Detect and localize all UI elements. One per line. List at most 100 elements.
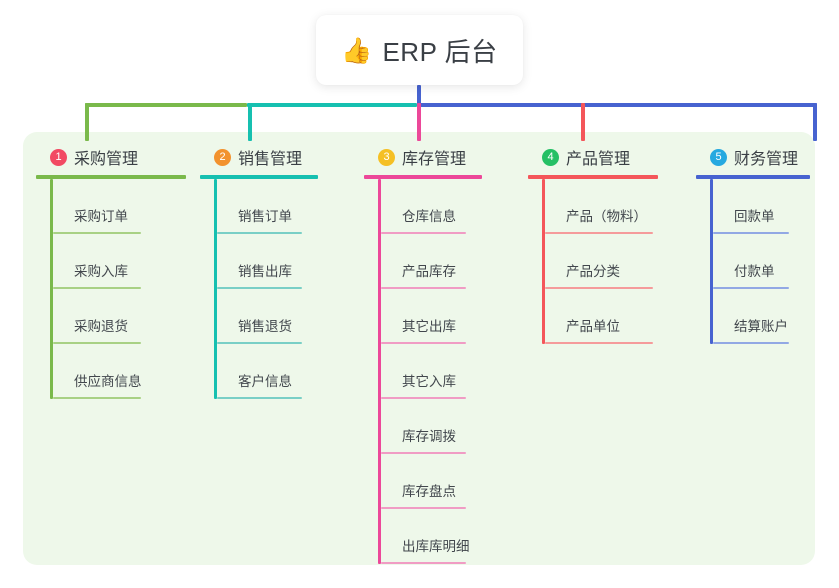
branch-badge-1: 1 xyxy=(50,148,67,166)
leaf-rule xyxy=(381,507,466,509)
branch-leaves-5: 回款单付款单结算账户 xyxy=(696,179,810,344)
branch-leaves-3: 仓库信息产品库存其它出库其它入库库存调拨库存盘点出库库明细 xyxy=(364,179,482,564)
branch-header-2[interactable]: 2 销售管理 xyxy=(200,145,318,169)
leaf-item[interactable]: 采购入库 xyxy=(50,234,186,289)
leaf-rule xyxy=(381,452,466,454)
leaf-label: 其它入库 xyxy=(402,374,456,389)
leaf-item[interactable]: 库存调拨 xyxy=(378,399,482,454)
leaf-label: 付款单 xyxy=(734,264,775,279)
leaf-label: 回款单 xyxy=(734,209,775,224)
branch-1: 1 采购管理采购订单采购入库采购退货供应商信息 xyxy=(36,145,186,399)
branch-spine-3 xyxy=(378,179,381,564)
leaf-rule xyxy=(217,287,302,289)
leaf-item[interactable]: 产品库存 xyxy=(378,234,482,289)
leaf-rule xyxy=(217,397,302,399)
branch-title-2: 销售管理 xyxy=(238,151,303,168)
leaf-label: 采购入库 xyxy=(74,264,128,279)
leaf-label: 产品（物料） xyxy=(566,209,647,224)
branch-drop-4 xyxy=(581,103,585,141)
leaf-rule xyxy=(713,232,789,234)
leaf-item[interactable]: 出库库明细 xyxy=(378,509,482,564)
leaf-item[interactable]: 供应商信息 xyxy=(50,344,186,399)
leaf-item[interactable]: 结算账户 xyxy=(710,289,810,344)
branch-title-3: 库存管理 xyxy=(402,151,467,168)
leaf-label: 销售退货 xyxy=(238,319,292,334)
leaf-rule xyxy=(53,397,141,399)
leaf-rule xyxy=(217,342,302,344)
branches-panel xyxy=(23,132,815,565)
bus-segment-3 xyxy=(417,103,817,107)
leaf-label: 销售出库 xyxy=(238,264,292,279)
leaf-rule xyxy=(53,342,141,344)
leaf-label: 产品库存 xyxy=(402,264,456,279)
thumbs-up-icon: 👍 xyxy=(341,35,373,65)
branch-rule-2 xyxy=(200,175,318,179)
leaf-rule xyxy=(713,342,789,344)
branch-3: 3 库存管理仓库信息产品库存其它出库其它入库库存调拨库存盘点出库库明细 xyxy=(364,145,482,564)
leaf-label: 供应商信息 xyxy=(74,374,142,389)
leaf-rule xyxy=(381,562,466,564)
leaf-rule xyxy=(53,287,141,289)
branch-badge-3: 3 xyxy=(378,148,395,166)
branch-badge-2: 2 xyxy=(214,148,231,166)
branch-badge-4: 4 xyxy=(542,148,559,166)
leaf-rule xyxy=(545,342,653,344)
branch-header-5[interactable]: 5 财务管理 xyxy=(696,145,810,169)
leaf-label: 销售订单 xyxy=(238,209,292,224)
leaf-item[interactable]: 回款单 xyxy=(710,179,810,234)
branch-rule-5 xyxy=(696,175,810,179)
leaf-label: 其它出库 xyxy=(402,319,456,334)
leaf-label: 仓库信息 xyxy=(402,209,456,224)
leaf-item[interactable]: 产品分类 xyxy=(542,234,658,289)
branch-drop-5 xyxy=(813,103,817,141)
leaf-item[interactable]: 其它出库 xyxy=(378,289,482,344)
leaf-rule xyxy=(545,232,653,234)
leaf-label: 结算账户 xyxy=(734,319,788,334)
branch-header-1[interactable]: 1 采购管理 xyxy=(36,145,186,169)
bus-segment-2 xyxy=(247,103,417,107)
branch-header-3[interactable]: 3 库存管理 xyxy=(364,145,482,169)
branch-badge-5: 5 xyxy=(710,148,727,166)
branch-spine-2 xyxy=(214,179,217,399)
leaf-item[interactable]: 仓库信息 xyxy=(378,179,482,234)
branch-title-5: 财务管理 xyxy=(734,151,799,168)
branch-spine-4 xyxy=(542,179,545,344)
leaf-label: 产品单位 xyxy=(566,319,620,334)
leaf-item[interactable]: 产品单位 xyxy=(542,289,658,344)
leaf-item[interactable]: 销售订单 xyxy=(214,179,318,234)
root-node-card[interactable]: 👍 ERP 后台 xyxy=(316,15,523,85)
branch-drop-3 xyxy=(417,103,421,141)
leaf-item[interactable]: 其它入库 xyxy=(378,344,482,399)
branch-rule-1 xyxy=(36,175,186,179)
leaf-rule xyxy=(381,342,466,344)
branch-rule-3 xyxy=(364,175,482,179)
leaf-rule xyxy=(53,232,141,234)
leaf-label: 采购退货 xyxy=(74,319,128,334)
leaf-item[interactable]: 产品（物料） xyxy=(542,179,658,234)
branch-rule-4 xyxy=(528,175,658,179)
branch-leaves-4: 产品（物料） 产品分类产品单位 xyxy=(528,179,658,344)
branch-spine-1 xyxy=(50,179,53,399)
branch-drop-2 xyxy=(248,103,252,141)
leaf-rule xyxy=(381,232,466,234)
leaf-rule xyxy=(713,287,789,289)
leaf-item[interactable]: 采购订单 xyxy=(50,179,186,234)
leaf-label: 库存盘点 xyxy=(402,484,456,499)
leaf-item[interactable]: 客户信息 xyxy=(214,344,318,399)
leaf-item[interactable]: 采购退货 xyxy=(50,289,186,344)
branch-title-1: 采购管理 xyxy=(74,151,139,168)
leaf-item[interactable]: 销售退货 xyxy=(214,289,318,344)
leaf-rule xyxy=(381,287,466,289)
branch-spine-5 xyxy=(710,179,713,344)
leaf-item[interactable]: 付款单 xyxy=(710,234,810,289)
leaf-rule xyxy=(217,232,302,234)
root-stem xyxy=(417,85,421,107)
branch-5: 5 财务管理回款单付款单结算账户 xyxy=(696,145,810,344)
leaf-item[interactable]: 销售出库 xyxy=(214,234,318,289)
leaf-item[interactable]: 库存盘点 xyxy=(378,454,482,509)
leaf-label: 出库库明细 xyxy=(402,539,470,554)
branch-leaves-2: 销售订单销售出库销售退货客户信息 xyxy=(200,179,318,399)
